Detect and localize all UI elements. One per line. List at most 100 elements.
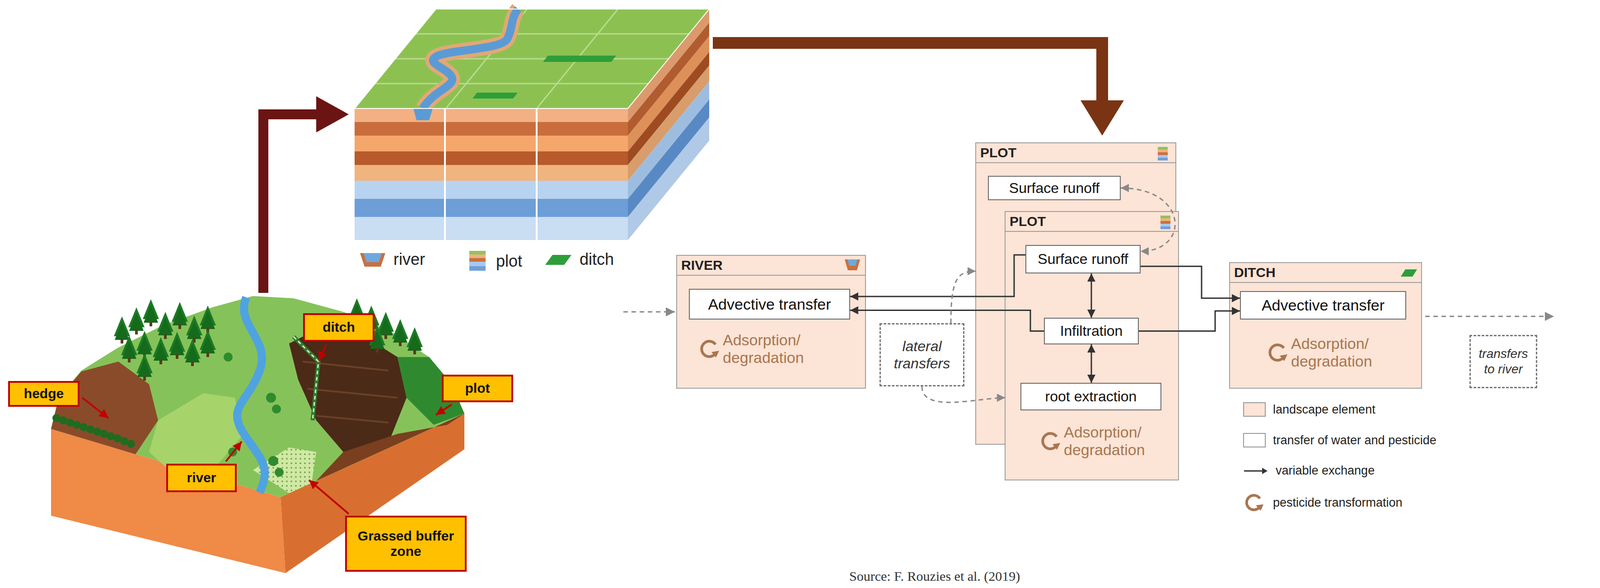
box-text: Advective transfer — [707, 295, 831, 314]
element-heading: RIVER — [681, 257, 723, 273]
element-box — [676, 255, 866, 389]
block-model — [374, 83, 649, 85]
block-model — [354, 9, 710, 109]
legend-icon — [363, 252, 382, 262]
block-model — [444, 108, 446, 240]
callout-text: hedge — [23, 385, 64, 402]
legend-item: ditch — [544, 249, 614, 269]
legend-icon — [466, 249, 489, 273]
callout-label: ditch — [303, 313, 375, 342]
legend-icon — [545, 254, 572, 265]
transformation-icon — [1279, 354, 1288, 361]
landscape-illustration — [199, 329, 216, 357]
header-rule — [1005, 230, 1179, 232]
landscape-illustration — [152, 336, 169, 365]
block-model — [415, 33, 689, 35]
legend-item: plot — [466, 249, 523, 273]
landscape-illustration — [274, 467, 284, 477]
ditch-icon — [1400, 269, 1418, 277]
legend-text: pesticide transformation — [1272, 495, 1403, 510]
landscape-illustration — [51, 295, 465, 573]
legend-icon — [359, 250, 387, 269]
exchange-connector — [1138, 310, 1240, 331]
legend-icon — [467, 249, 488, 273]
process-box: Surface runoff — [1025, 244, 1141, 274]
landscape-illustration — [289, 325, 407, 452]
legend-icon — [469, 257, 486, 262]
flow-arrow — [316, 96, 349, 133]
legend-text: variable exchange — [1275, 463, 1375, 478]
dashed-connector — [950, 271, 976, 323]
legend-icon — [469, 254, 486, 258]
block-model — [354, 216, 628, 240]
flow-arrow — [712, 42, 1103, 102]
element-heading: DITCH — [1234, 264, 1276, 281]
landscape-illustration — [149, 392, 244, 473]
callout-label: hedge — [8, 380, 80, 407]
leader-arrow — [82, 344, 452, 514]
note-box: transfers to river — [1469, 334, 1538, 389]
transformation-icon — [711, 350, 720, 358]
block-model — [472, 92, 518, 99]
plot-icon — [1157, 146, 1168, 150]
callout-text: Grassed buffer zone — [351, 528, 461, 560]
box-text: Advective transfer — [1261, 296, 1385, 314]
landscape-illustration — [171, 301, 188, 329]
plot-icon — [1160, 223, 1171, 227]
river-icon — [847, 259, 858, 266]
landscape-illustration — [157, 311, 174, 339]
flow-arrow — [1080, 100, 1124, 136]
river-icon — [844, 259, 861, 271]
legend-text: river — [393, 249, 426, 269]
leader-arrow — [82, 397, 109, 418]
plot-icon — [1157, 154, 1168, 158]
leader-arrow — [435, 404, 452, 415]
process-box: Infiltration — [1043, 317, 1139, 345]
dashed-connector — [1120, 187, 1175, 252]
legend-text: plot — [495, 251, 523, 271]
legend-icon — [544, 251, 573, 268]
legend-item: transfer of water and pesticide — [1243, 432, 1437, 448]
block-model — [354, 151, 628, 165]
block-model — [354, 9, 710, 240]
leader-arrow — [308, 479, 349, 514]
legend-icon — [469, 266, 486, 271]
exchange-connector — [1140, 266, 1240, 299]
landscape-illustration — [52, 413, 136, 448]
block-model — [374, 9, 689, 109]
plot-icon — [1160, 218, 1171, 221]
header-rule — [975, 162, 1176, 164]
note-text: transfers to river — [1474, 346, 1533, 377]
block-model — [422, 9, 519, 109]
process-box: Surface runoff — [987, 175, 1121, 201]
landscape-illustration — [223, 352, 233, 362]
process-note: Adsorption/ degradation — [1063, 423, 1168, 459]
legend-icon — [1244, 492, 1265, 513]
block-model — [354, 198, 628, 217]
block-model — [536, 9, 618, 109]
transformation-icon — [1052, 442, 1061, 450]
legend-item: variable exchange — [1243, 463, 1375, 478]
element-box — [1229, 262, 1422, 389]
callout-text: ditch — [322, 319, 356, 336]
block-model — [627, 99, 710, 217]
callout-text: river — [186, 469, 216, 486]
river-element: RIVER Adsorption/ degradation Advective tr… — [676, 255, 866, 389]
legend-icon — [1246, 495, 1260, 510]
legend-item: landscape element — [1243, 402, 1376, 417]
landscape-illustration — [266, 392, 277, 403]
process-box: root extraction — [1020, 382, 1162, 411]
legend-icon — [1243, 492, 1266, 513]
legend-icon — [469, 261, 486, 267]
process-note: Adsorption/ degradation — [722, 331, 827, 367]
legend-icon — [1262, 467, 1268, 474]
element-heading: PLOT — [980, 145, 1017, 161]
plot-element: PLOTAdsorption/ degradationSurface runof… — [1005, 211, 1179, 480]
landscape-illustration — [168, 331, 186, 359]
legend-icon — [360, 252, 386, 267]
callout-label: river — [166, 463, 237, 492]
legend-text: landscape element — [1272, 402, 1376, 417]
plot-icon — [1157, 157, 1168, 161]
process-box: Advective transfer — [1239, 290, 1407, 320]
callout-label: Grassed buffer zone — [345, 515, 467, 572]
